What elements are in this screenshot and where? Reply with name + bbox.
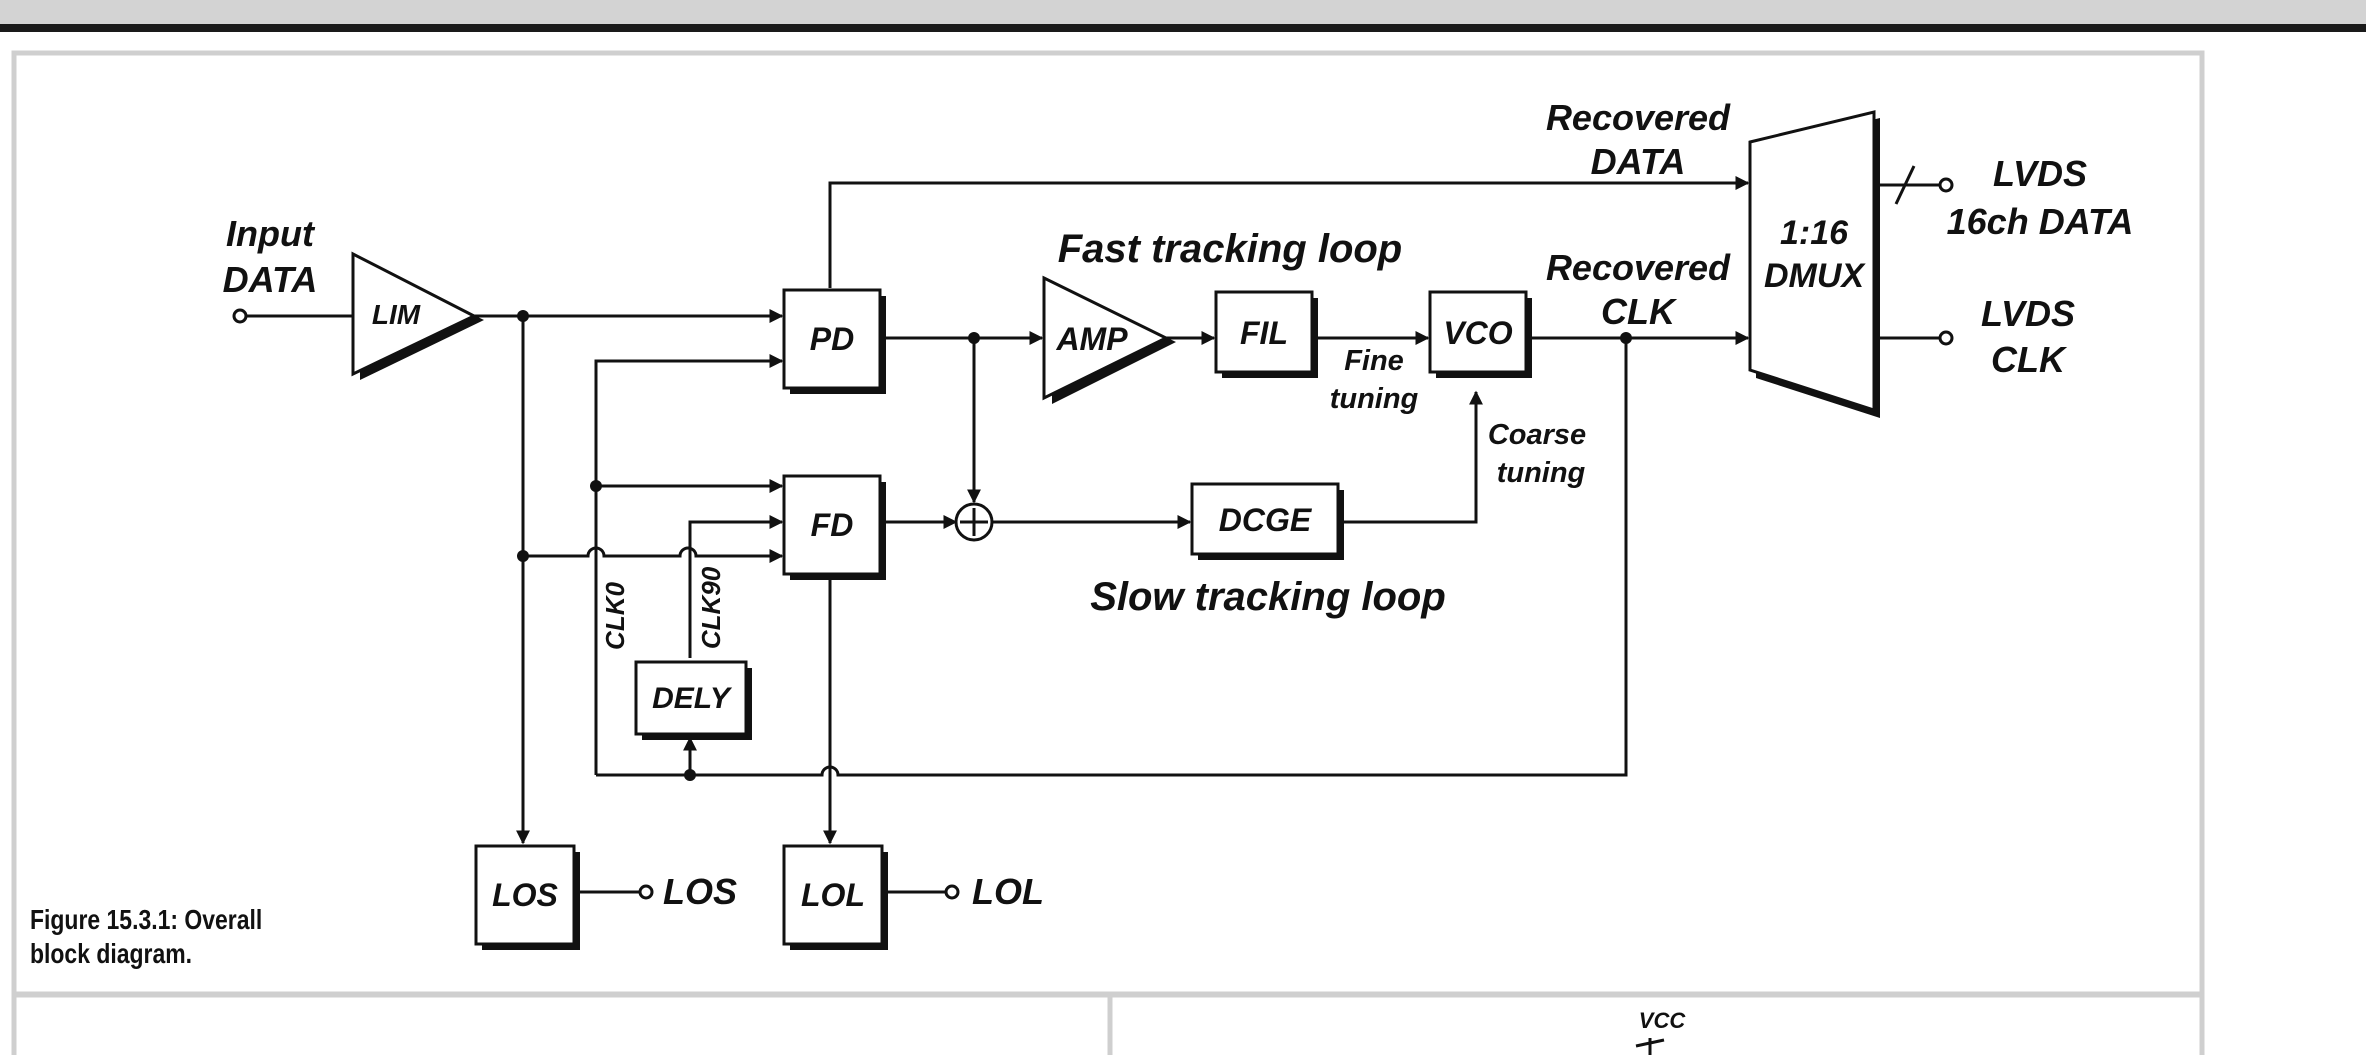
input-terminal: [232, 308, 248, 324]
los-terminal: [638, 884, 654, 900]
los-label: LOS: [492, 877, 558, 913]
block-los: [474, 844, 576, 946]
caption-line-2: block diagram.: [30, 938, 193, 969]
top-band: [0, 0, 2366, 24]
clk90-label: CLK90: [696, 566, 726, 649]
lol-terminal: [944, 884, 960, 900]
recovered-clk-label-1: Recovered: [1546, 247, 1731, 288]
fil-label: FIL: [1240, 315, 1288, 351]
los-output-label: LOS: [663, 871, 737, 912]
lvds-data-label-1: LVDS: [1993, 153, 2087, 194]
lvds-clk-label-2: CLK: [1991, 339, 2068, 380]
dcge-label: DCGE: [1219, 502, 1313, 538]
block-fil: [1214, 290, 1314, 374]
lvds-data-label-2: 16ch DATA: [1947, 201, 2134, 242]
block-dcge: [1190, 482, 1340, 556]
block-labels: LIM PD FD AMP FIL VCO DCGE DELY LOS LOL …: [372, 214, 1866, 913]
slow-loop-label: Slow tracking loop: [1090, 575, 1446, 619]
lvds-clk-label-1: LVDS: [1981, 293, 2075, 334]
wire-clk90-fd: [688, 515, 784, 658]
pd-label: PD: [810, 321, 854, 357]
recovered-clk-label-2: CLK: [1601, 291, 1678, 332]
summing-junction: [954, 502, 994, 542]
vcc-label: VCC: [1639, 1008, 1687, 1033]
top-rule: [0, 24, 2366, 32]
wire-dcge-vco: [1338, 390, 1483, 524]
lol-output-label: LOL: [972, 871, 1044, 912]
vcc-tick: [1635, 1038, 1665, 1048]
block-amp: [1042, 275, 1170, 401]
coarse-label-2: tuning: [1497, 457, 1586, 489]
input-label-2: DATA: [223, 259, 318, 300]
block-lim: [351, 251, 478, 377]
terminals: [232, 177, 1954, 900]
annotations: Input DATA Recovered DATA Recovered CLK …: [223, 97, 2134, 1033]
block-vco: [1428, 290, 1528, 374]
caption-line-1: Figure 15.3.1: Overall: [30, 904, 263, 935]
vco-label: VCO: [1443, 315, 1512, 351]
junctions: [517, 310, 1632, 781]
input-label-1: Input: [226, 213, 316, 254]
block-dmux: [1748, 110, 1876, 413]
wire-pd-dmux: [828, 176, 1750, 288]
amp-label: AMP: [1055, 321, 1128, 357]
figure-caption: Figure 15.3.1: Overall block diagram.: [30, 903, 262, 971]
lol-label: LOL: [801, 877, 865, 913]
clk0-label: CLK0: [600, 582, 630, 650]
dely-label: DELY: [652, 682, 733, 715]
lvds-clk-terminal: [1938, 330, 1954, 346]
block-pd: [782, 288, 882, 390]
block-fd: [782, 474, 882, 576]
fine-label-1: Fine: [1344, 345, 1404, 377]
fd-label: FD: [811, 507, 854, 543]
coarse-label-1: Coarse: [1488, 419, 1586, 451]
dmux-label-1: 1:16: [1780, 214, 1849, 252]
lim-label: LIM: [372, 299, 421, 330]
panel-frames: [11, 50, 2205, 1055]
fast-loop-label: Fast tracking loop: [1058, 227, 1403, 271]
recovered-data-label-2: DATA: [1591, 141, 1686, 182]
block-dely: [634, 660, 748, 736]
bus-slash: [1894, 165, 1916, 205]
wires: [240, 165, 1940, 1055]
lvds-data-terminal: [1938, 177, 1954, 193]
block-lol: [782, 844, 884, 946]
fine-label-2: tuning: [1330, 383, 1419, 415]
recovered-data-label-1: Recovered: [1546, 97, 1731, 138]
dmux-label-2: DMUX: [1764, 257, 1866, 295]
blocks: [351, 110, 1876, 946]
wire-data-fd: [523, 546, 784, 563]
